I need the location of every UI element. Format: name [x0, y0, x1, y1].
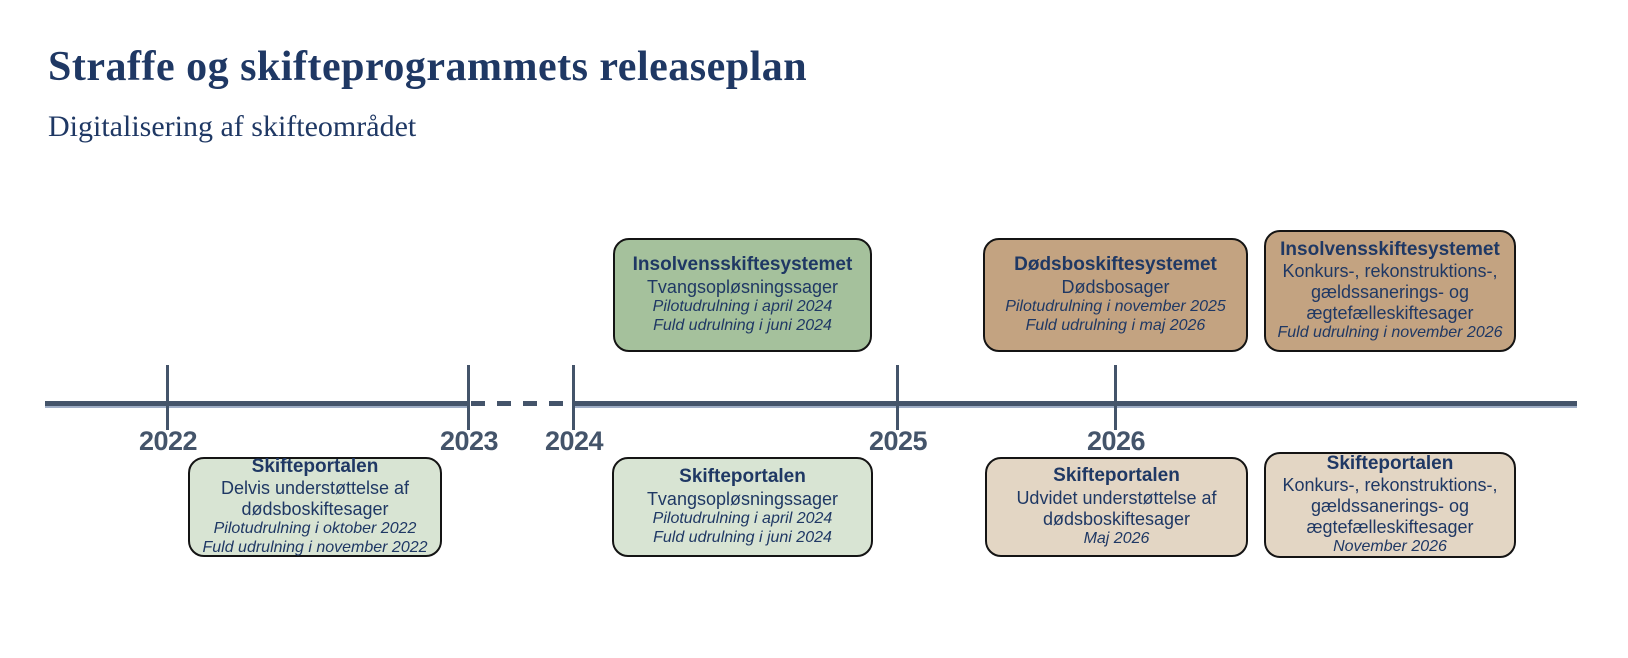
year-label-2022: 2022 [138, 426, 198, 456]
box-note: November 2026 [1333, 538, 1447, 556]
box-note: Pilotudrulning i november 2025 [1005, 297, 1226, 315]
box-line: Tvangsopløsningssager [646, 276, 839, 297]
box-line: Konkurs-, rekonstruktions-, [1282, 475, 1498, 496]
box-title: Skifteportalen [251, 456, 379, 478]
box-line: gældssanerings- og [1310, 496, 1470, 517]
box-line: dødsboskiftesager [241, 499, 389, 520]
milestone-box-skifteportalen-2024: Skifteportalen Tvangsopløsningssager Pil… [612, 457, 873, 557]
page-subtitle: Digitalisering af skifteområdet [48, 110, 417, 143]
box-title: Dødsboskiftesystemet [1014, 254, 1217, 276]
milestone-box-dodsboskiftesystemet-2025: Dødsboskiftesystemet Dødsbosager Pilotud… [983, 238, 1248, 352]
year-label-2023: 2023 [439, 426, 499, 456]
box-line: ægtefælleskiftesager [1306, 303, 1474, 324]
box-note: Pilotudrulning i oktober 2022 [213, 520, 417, 538]
box-line: Delvis understøttelse af [220, 478, 410, 499]
box-line: Konkurs-, rekonstruktions-, [1282, 261, 1498, 282]
box-title: Skifteportalen [679, 466, 806, 488]
year-label-2026: 2026 [1086, 426, 1146, 456]
timeline-segment-solid-left [45, 401, 469, 408]
tick-2024 [572, 365, 575, 430]
milestone-box-insolvensskiftesystemet-2026: Insolvensskiftesystemet Konkurs-, rekons… [1264, 230, 1516, 352]
timeline-segment-dashed [471, 401, 572, 406]
box-note: Maj 2026 [1083, 529, 1150, 547]
box-note: Fuld udrulning i juni 2024 [653, 528, 832, 546]
page-title: Straffe og skifteprogrammets releaseplan [48, 44, 808, 90]
milestone-box-skifteportalen-2026-november: Skifteportalen Konkurs-, rekonstruktions… [1264, 452, 1516, 558]
tick-2022 [166, 365, 169, 430]
milestone-box-skifteportalen-2022: Skifteportalen Delvis understøttelse af … [188, 456, 442, 557]
box-title: Skifteportalen [1053, 465, 1180, 487]
box-note: Fuld udrulning i juni 2024 [653, 316, 832, 334]
box-line: dødsboskiftesager [1042, 508, 1191, 529]
box-line: Dødsbosager [1061, 276, 1170, 297]
box-line: Tvangsopløsningssager [646, 488, 839, 509]
milestone-box-skifteportalen-2026-maj: Skifteportalen Udvidet understøttelse af… [985, 457, 1248, 557]
milestone-box-insolvensskiftesystemet-2024: Insolvensskiftesystemet Tvangsopløsnings… [613, 238, 872, 352]
box-note: Fuld udrulning i november 2026 [1277, 324, 1503, 342]
box-line: gældssanerings- og [1310, 282, 1470, 303]
year-label-2024: 2024 [544, 426, 604, 456]
box-note: Pilotudrulning i april 2024 [652, 509, 833, 527]
box-title: Skifteportalen [1326, 453, 1454, 475]
box-title: Insolvensskiftesystemet [632, 254, 853, 276]
timeline-segment-solid-right [574, 401, 1577, 408]
tick-2026 [1114, 365, 1117, 430]
box-note: Fuld udrulning i november 2022 [202, 539, 428, 557]
year-label-2025: 2025 [868, 426, 928, 456]
tick-2025 [896, 365, 899, 430]
box-line: Udvidet understøttelse af [1016, 487, 1217, 508]
tick-2023 [467, 365, 470, 430]
box-line: ægtefælleskiftesager [1306, 517, 1474, 538]
box-title: Insolvensskiftesystemet [1280, 239, 1500, 261]
box-note: Fuld udrulning i maj 2026 [1025, 316, 1206, 334]
box-note: Pilotudrulning i april 2024 [652, 297, 833, 315]
